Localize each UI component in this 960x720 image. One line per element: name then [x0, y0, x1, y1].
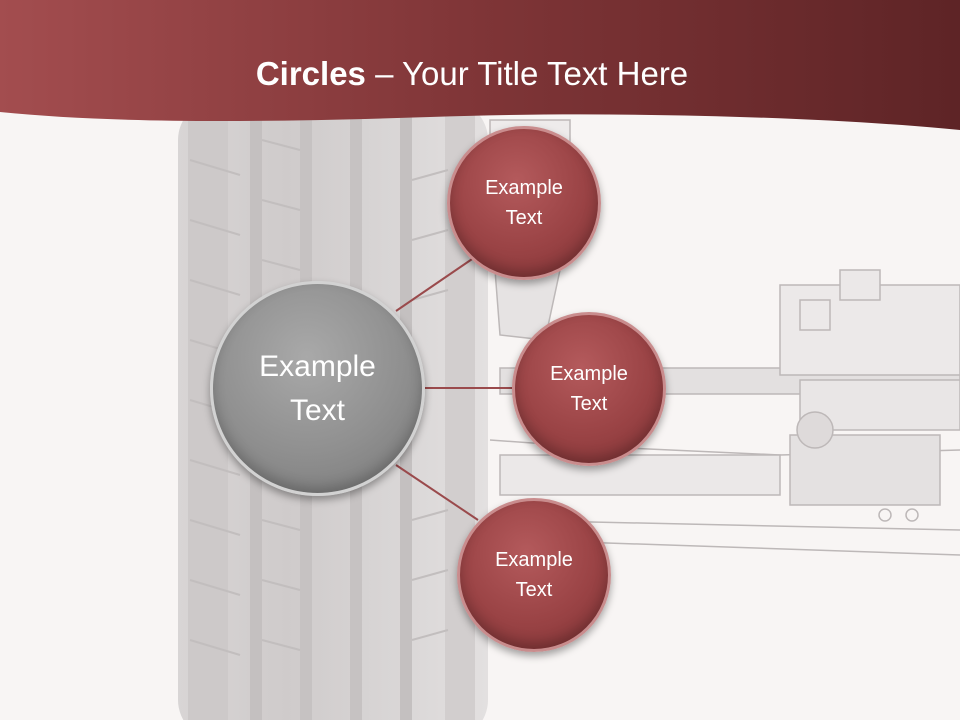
title-rest: – Your Title Text Here — [365, 55, 689, 92]
node-label: Example Text — [495, 549, 573, 601]
center-circle: Example Text — [210, 281, 425, 496]
title-bold: Circles — [255, 55, 366, 92]
center-circle-label: Example Text — [259, 349, 376, 427]
node-label: Example Text — [485, 177, 563, 229]
connector-line — [395, 254, 479, 312]
node-circle-bottom: Example Text — [457, 498, 611, 652]
slide-title: Circles – Your Title Text Here — [0, 52, 944, 96]
connector-line — [395, 464, 479, 521]
node-label: Example Text — [550, 363, 628, 415]
node-circle-middle: Example Text — [512, 312, 666, 466]
header-band — [0, 0, 960, 130]
node-circle-top: Example Text — [447, 126, 601, 280]
